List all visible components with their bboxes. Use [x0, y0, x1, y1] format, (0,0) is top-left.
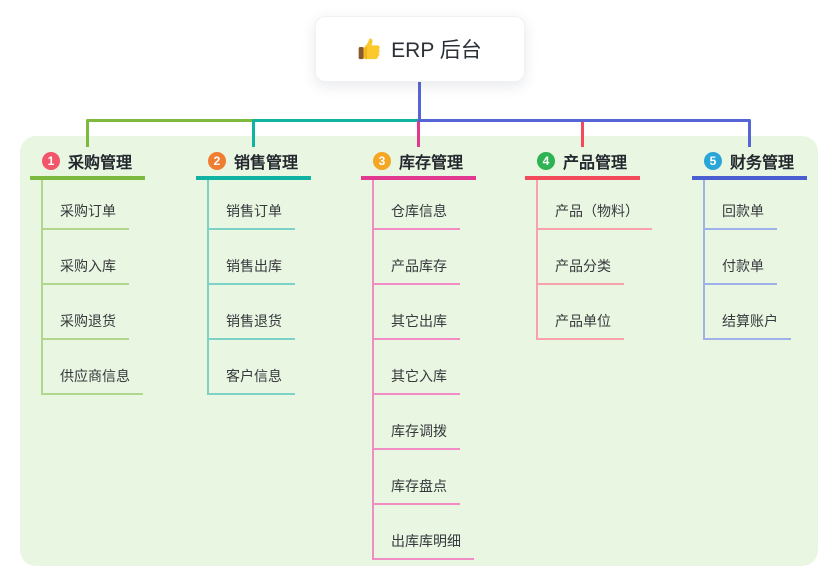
child-node-label: 采购退货 [60, 313, 116, 329]
branch-number-badge: 5 [704, 152, 722, 170]
branch-header-2[interactable]: 2 销售管理 [196, 146, 311, 180]
branch-children: 产品（物料） 产品分类产品单位 [536, 180, 652, 340]
child-node[interactable]: 采购订单 [43, 180, 129, 230]
mindmap-background-panel [20, 136, 818, 566]
root-node-erp[interactable]: ERP 后台 [315, 16, 525, 82]
child-node[interactable]: 付款单 [705, 230, 777, 285]
child-node-label: 库存盘点 [391, 478, 447, 494]
child-node-label: 销售订单 [226, 203, 282, 219]
child-node-label: 销售退货 [226, 313, 282, 329]
branch-title: 采购管理 [68, 155, 133, 172]
child-node[interactable]: 库存盘点 [374, 450, 460, 505]
branch-number-badge: 3 [373, 152, 391, 170]
child-node[interactable]: 产品分类 [538, 230, 624, 285]
branch-title: 产品管理 [563, 155, 628, 172]
branch-children: 销售订单销售出库销售退货客户信息 [207, 180, 295, 395]
child-node-label: 供应商信息 [60, 368, 130, 384]
child-node[interactable]: 产品（物料） [538, 180, 652, 230]
child-node-label: 采购订单 [60, 203, 116, 219]
root-node-label: ERP 后台 [391, 39, 482, 62]
child-node-label: 付款单 [722, 258, 764, 274]
child-node-label: 产品库存 [391, 258, 447, 274]
child-node[interactable]: 出库库明细 [374, 505, 474, 560]
child-node-label: 其它出库 [391, 313, 447, 329]
child-node-label: 其它入库 [391, 368, 447, 384]
child-node-label: 产品（物料） [555, 203, 639, 219]
child-node-label: 采购入库 [60, 258, 116, 274]
child-node-label: 产品分类 [555, 258, 611, 274]
branch-title: 销售管理 [234, 155, 299, 172]
child-node[interactable]: 供应商信息 [43, 340, 143, 395]
child-node-label: 产品单位 [555, 313, 611, 329]
branch-number-badge: 4 [537, 152, 555, 170]
branch-header-3[interactable]: 3 库存管理 [361, 146, 476, 180]
branch-header-5[interactable]: 5 财务管理 [692, 146, 807, 180]
child-node[interactable]: 产品库存 [374, 230, 460, 285]
branch-children: 仓库信息产品库存其它出库其它入库库存调拨库存盘点出库库明细 [372, 180, 474, 560]
child-node-label: 仓库信息 [391, 203, 447, 219]
child-node[interactable]: 客户信息 [209, 340, 295, 395]
branch-header-1[interactable]: 1 采购管理 [30, 146, 145, 180]
branch-title: 财务管理 [730, 155, 795, 172]
child-node-label: 销售出库 [226, 258, 282, 274]
thumbs-up-icon [358, 37, 381, 61]
child-node[interactable]: 销售订单 [209, 180, 295, 230]
child-node[interactable]: 回款单 [705, 180, 777, 230]
child-node[interactable]: 库存调拨 [374, 395, 460, 450]
child-node-label: 出库库明细 [391, 533, 461, 549]
child-node-label: 结算账户 [722, 313, 778, 329]
child-node-label: 回款单 [722, 203, 764, 219]
child-node[interactable]: 其它出库 [374, 285, 460, 340]
child-node[interactable]: 产品单位 [538, 285, 624, 340]
child-node[interactable]: 其它入库 [374, 340, 460, 395]
child-node[interactable]: 销售出库 [209, 230, 295, 285]
branch-children: 采购订单采购入库采购退货供应商信息 [41, 180, 143, 395]
child-node[interactable]: 采购入库 [43, 230, 129, 285]
branch-children: 回款单付款单结算账户 [703, 180, 791, 340]
child-node[interactable]: 采购退货 [43, 285, 129, 340]
child-node-label: 客户信息 [226, 368, 282, 384]
child-node[interactable]: 仓库信息 [374, 180, 460, 230]
child-node[interactable]: 结算账户 [705, 285, 791, 340]
branch-header-4[interactable]: 4 产品管理 [525, 146, 640, 180]
child-node[interactable]: 销售退货 [209, 285, 295, 340]
child-node-label: 库存调拨 [391, 423, 447, 439]
branch-title: 库存管理 [399, 155, 464, 172]
branch-number-badge: 2 [208, 152, 226, 170]
branch-number-badge: 1 [42, 152, 60, 170]
